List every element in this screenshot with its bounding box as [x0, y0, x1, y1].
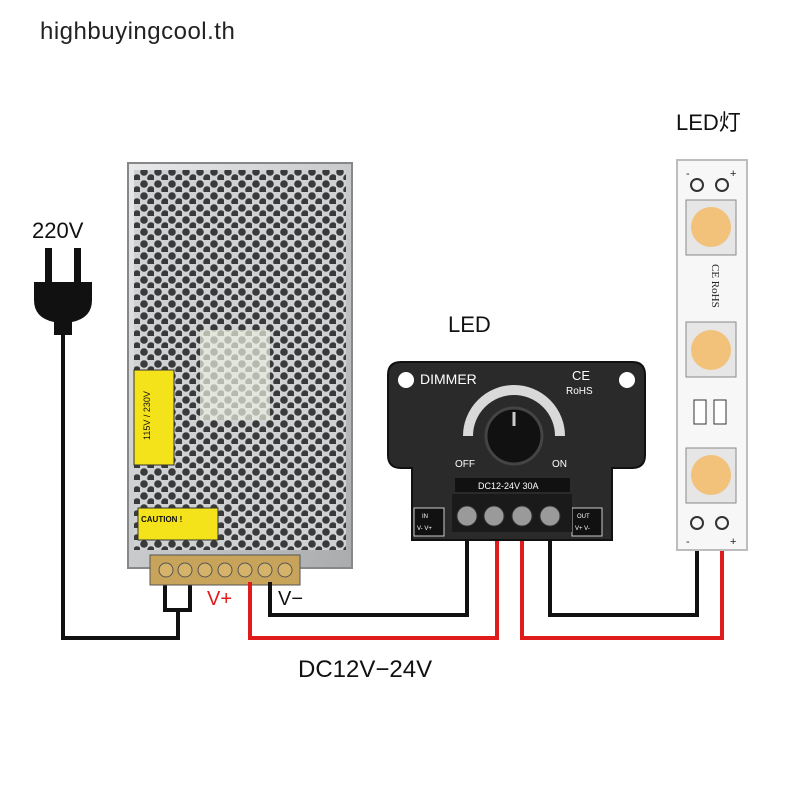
psu-terminal-screws — [158, 562, 293, 578]
strip-top-plus: + — [730, 168, 736, 180]
dimmer-on-label: ON — [552, 459, 567, 470]
out-vplus-wire — [520, 528, 724, 640]
dimmer-out-pins: V+ V- — [575, 526, 590, 532]
psu-caution-label: CAUTION ! — [141, 515, 182, 524]
power-supply — [127, 162, 353, 586]
dimmer-ce-mark: CE — [572, 368, 590, 383]
dimmer-knob[interactable] — [484, 406, 544, 466]
led-dimmer-label: LED — [448, 312, 491, 337]
dimmer-rohs-mark: RoHS — [566, 386, 593, 397]
led-dimmer — [387, 361, 646, 541]
psu-selector-label: 115V / 230V — [142, 391, 152, 440]
psu-vminus-label: V− — [278, 588, 303, 610]
dimmer-rating-label: DC12-24V 30A — [478, 481, 539, 491]
watermark: highbuyingcool.th — [40, 18, 236, 45]
mains-wire — [61, 335, 180, 640]
psu-vplus-label: V+ — [207, 588, 232, 610]
dimmer-title: DIMMER — [420, 371, 477, 387]
dimmer-off-label: OFF — [455, 459, 475, 470]
led-strip-title: LED灯 — [676, 110, 741, 135]
out-vminus-wire — [548, 528, 699, 617]
dimmer-out-label: OUT — [577, 514, 590, 520]
vminus-wire — [268, 528, 469, 617]
dimmer-in-pins: V- V+ — [417, 526, 432, 532]
strip-certification-mark: CE RoHS — [709, 264, 721, 308]
vplus-wire — [248, 528, 499, 640]
output-voltage-label: DC12V−24V — [298, 656, 433, 683]
dimmer-in-label: IN — [422, 514, 428, 520]
mains-voltage-label: 220V — [32, 218, 84, 243]
dimmer-terminal-screws — [452, 494, 572, 532]
strip-bottom-plus: + — [730, 536, 736, 548]
led-strip — [676, 159, 748, 551]
power-plug-icon — [34, 248, 92, 335]
strip-top-minus: - — [686, 168, 690, 180]
mains-wire-loop — [163, 582, 192, 612]
strip-bottom-minus: - — [686, 536, 690, 548]
